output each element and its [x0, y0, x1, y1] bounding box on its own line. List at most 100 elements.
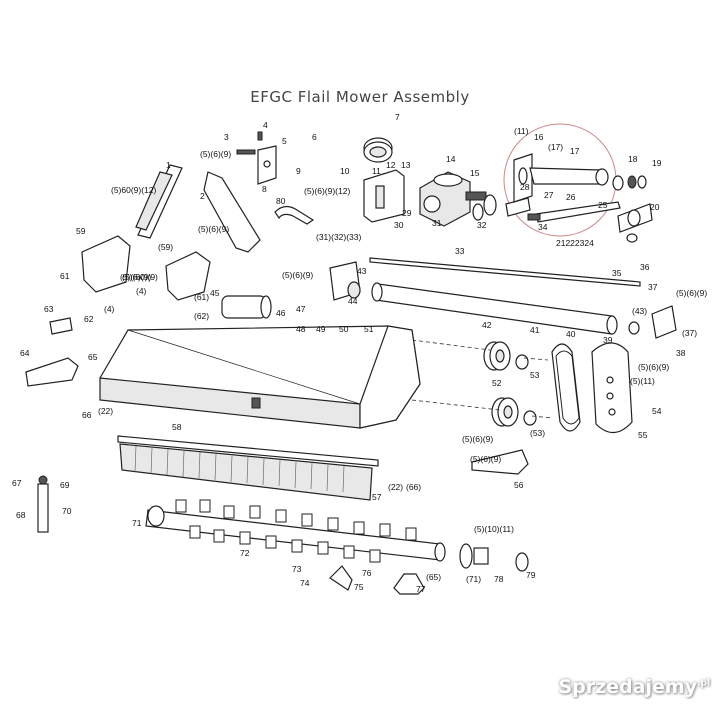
label-6: 6 [312, 132, 317, 142]
part-40-belts [551, 343, 581, 432]
label-26: 26 [566, 192, 576, 202]
label-4b: (4) [136, 286, 147, 296]
part-15-flange [472, 194, 497, 221]
part-26-axle [527, 201, 621, 223]
part-64-skid [25, 357, 79, 387]
part-33-rod [369, 257, 641, 287]
label-17: 17 [570, 146, 580, 156]
label-42: 42 [482, 320, 492, 330]
label-4: 4 [263, 120, 268, 130]
label-group-5: (5)(60)(9) [122, 272, 158, 282]
label-65b: (65) [426, 572, 441, 582]
label-7: 7 [395, 112, 400, 122]
label-36: 36 [640, 262, 650, 272]
label-38: 38 [676, 348, 686, 358]
part-56-skid [471, 449, 529, 475]
label-58: 58 [172, 422, 182, 432]
label-44: 44 [348, 296, 358, 306]
part-5-bracket [257, 145, 277, 185]
label-54: 54 [652, 406, 662, 416]
label-69: 69 [60, 480, 70, 490]
part-7-ring [363, 137, 393, 163]
label-group-6: (5)(6)(9) [282, 270, 313, 280]
label-52: 52 [492, 378, 502, 388]
part-59-bracket [81, 235, 211, 301]
label-group-8: (5)(6)(9) [638, 362, 669, 372]
label-53b: (53) [530, 428, 545, 438]
part-49-housing [99, 325, 421, 429]
label-59b: (59) [158, 242, 173, 252]
label-29: 29 [402, 208, 412, 218]
label-12: 12 [386, 160, 396, 170]
label-39: 39 [603, 335, 613, 345]
part-16-flange-plate [513, 153, 533, 203]
label-31-33: (31)(32)(33) [316, 232, 362, 242]
label-31: 31 [432, 218, 442, 228]
label-5: 5 [282, 136, 287, 146]
label-74: 74 [300, 578, 310, 588]
label-25: 25 [598, 200, 608, 210]
label-37: 37 [648, 282, 658, 292]
part-72-rotor [145, 499, 446, 563]
label-33: 33 [455, 246, 465, 256]
label-13: 13 [401, 160, 411, 170]
label-47: 47 [296, 304, 306, 314]
part-18-bearing [612, 175, 647, 191]
label-21-24: 21222324 [556, 238, 594, 248]
label-64: 64 [20, 348, 30, 358]
label-4c: (4) [104, 304, 115, 314]
label-32: 32 [477, 220, 487, 230]
label-56: 56 [514, 480, 524, 490]
part-58-flaps [117, 435, 379, 501]
part-41-roller [371, 282, 618, 335]
part-43-bearing [329, 261, 640, 335]
part-45-cylinder [221, 295, 272, 319]
label-80: 80 [276, 196, 286, 206]
part-3-bolt [236, 149, 256, 155]
label-77: 77 [416, 584, 426, 594]
label-group-4: (5)(6)(9)(12) [304, 186, 350, 196]
part-42-pulley [483, 341, 529, 371]
label-group-3: (5)(6)(9) [198, 224, 229, 234]
label-11: 11 [372, 166, 381, 176]
label-61: 61 [60, 271, 70, 281]
watermark-logo: Sprzedajemy.pl [558, 676, 710, 698]
label-65: 65 [88, 352, 98, 362]
label-75: 75 [354, 582, 364, 592]
label-19: 19 [652, 158, 662, 168]
label-1: 1 [166, 160, 171, 170]
label-53: 53 [530, 370, 540, 380]
label-79: 79 [526, 570, 536, 580]
part-75-blade [329, 565, 353, 591]
label-43b: (43) [632, 306, 647, 316]
label-51: 51 [364, 324, 374, 334]
label-group-9: (5)(6)(9) [462, 434, 493, 444]
part-68-stand [37, 475, 49, 533]
label-18: 18 [628, 154, 638, 164]
label-63: 63 [44, 304, 54, 314]
part-13-bracket [363, 169, 405, 223]
label-14: 14 [446, 154, 456, 164]
label-73: 73 [292, 564, 302, 574]
label-71: 71 [132, 518, 142, 528]
label-48: 48 [296, 324, 306, 334]
label-76: 76 [362, 568, 372, 578]
label-group-11: (5)(10)(11) [474, 524, 514, 534]
label-62b: (62) [194, 311, 209, 321]
label-71b: (71) [466, 574, 481, 584]
label-70: 70 [62, 506, 72, 516]
label-37b: (37) [682, 328, 697, 338]
part-63-plate [49, 317, 73, 335]
part-71-hub [459, 543, 529, 572]
label-55: 55 [638, 430, 648, 440]
part-77-foot [393, 573, 425, 595]
label-78: 78 [494, 574, 504, 584]
label-50: 50 [339, 324, 349, 334]
part-39-belt-cover [591, 342, 633, 434]
label-3: 3 [224, 132, 229, 142]
label-59: 59 [76, 226, 86, 236]
label-22: (22) [98, 406, 113, 416]
label-2: 2 [200, 191, 205, 201]
part-14-gearbox [419, 171, 487, 227]
